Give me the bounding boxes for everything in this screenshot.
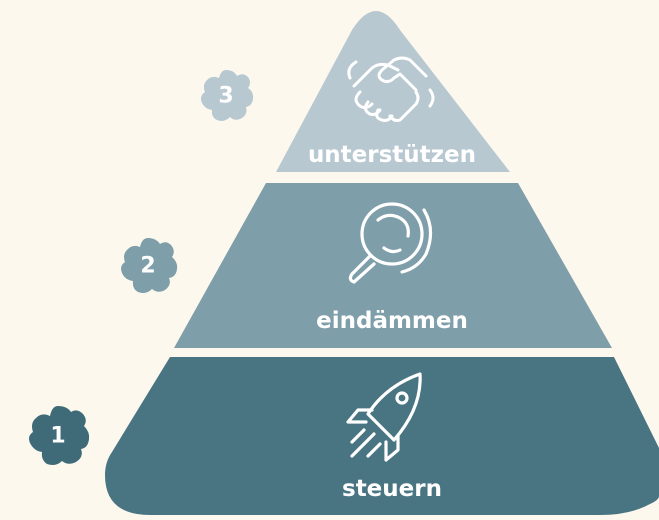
badge-3-shape (201, 70, 254, 121)
badge-1-shape (29, 406, 90, 465)
badge-2-shape (121, 238, 178, 293)
rocket-icon (346, 372, 422, 462)
magnifier-icon (348, 202, 433, 284)
badge-1: 1 (29, 406, 90, 465)
badge-2: 2 (121, 238, 178, 293)
tier-bottom: steuern (105, 357, 659, 515)
tier-top: unterstützen (276, 11, 510, 172)
badge-2-number: 2 (140, 254, 155, 279)
tier-bottom-label: steuern (342, 476, 442, 502)
handshake-icon (347, 56, 435, 122)
badge-3-number: 3 (218, 84, 233, 109)
badge-3: 3 (201, 70, 254, 121)
tier-middle: eindämmen (174, 183, 612, 348)
tier-bottom-shape (105, 357, 659, 515)
tier-top-label: unterstützen (308, 142, 476, 168)
tier-middle-label: eindämmen (316, 308, 468, 334)
tier-top-shape (276, 11, 510, 172)
badge-1-number: 1 (50, 424, 65, 449)
